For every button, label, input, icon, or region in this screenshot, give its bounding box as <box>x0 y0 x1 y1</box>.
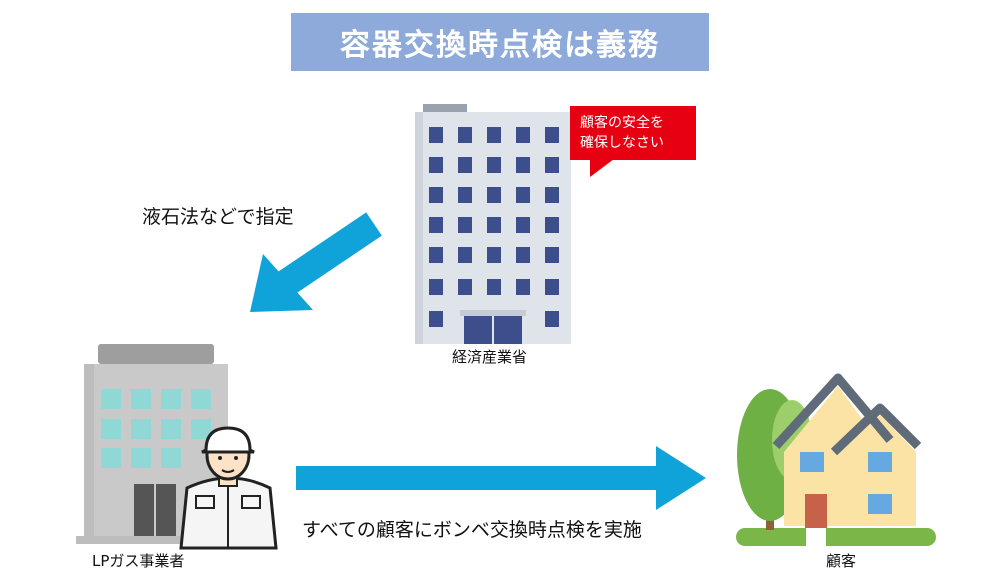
speech-line-2: 確保しなさい <box>580 135 664 151</box>
worker-icon <box>179 426 278 550</box>
ministry-building-icon <box>415 104 571 344</box>
arrow-ministry-to-lp <box>250 212 382 312</box>
ministry-label: 経済産業省 <box>452 348 528 366</box>
page-title: 容器交換時点検は義務 <box>291 13 709 71</box>
ministry-speech-bubble: 顧客の安全を 確保しなさい <box>570 106 696 160</box>
customer-label: 顧客 <box>826 552 857 570</box>
lp-company-label: LPガス事業者 <box>92 552 185 570</box>
arrow-label-liquefied-petroleum-law: 液石法などで指定 <box>142 206 294 228</box>
house-icon <box>736 373 936 546</box>
arrow-label-inspection: すべての顧客にボンベ交換時点検を実施 <box>302 519 642 541</box>
speech-bubble-tail <box>590 159 614 177</box>
arrow-lp-to-customer <box>296 446 706 510</box>
speech-line-1: 顧客の安全を <box>580 115 664 131</box>
